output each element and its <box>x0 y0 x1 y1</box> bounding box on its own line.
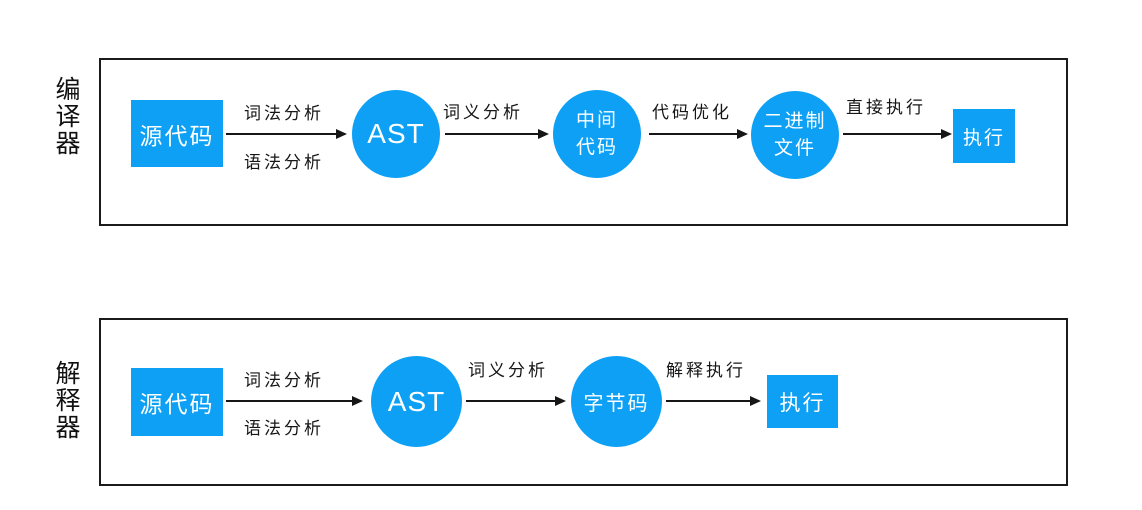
binary-file-line1: 二进制 <box>763 111 827 132</box>
interpreter-section-label: 解释器 <box>55 360 81 442</box>
interpreter-node-execute: 执行 <box>767 375 838 428</box>
compiler-node-intermediate-code: 中间 代码 <box>553 90 641 178</box>
intermediate-code-line1: 中间 <box>575 110 618 131</box>
interpreter-arrow-semantic <box>466 396 566 406</box>
compiler-section-label: 编译器 <box>55 76 81 158</box>
interpreter-arrow-interpret-exec <box>666 396 761 406</box>
compiler-arrow-semantic-label: 词义分析 <box>443 103 523 122</box>
interpreter-arrow-lexical <box>226 396 363 406</box>
compiler-node-execute: 执行 <box>953 109 1015 163</box>
interpreter-node-source-code: 源代码 <box>131 368 223 436</box>
compiler-node-binary-file: 二进制 文件 <box>751 91 839 179</box>
binary-file-line2: 文件 <box>773 138 816 159</box>
compiler-node-source-code: 源代码 <box>131 100 223 167</box>
compiler-arrow-lexical-label-top: 词法分析 <box>244 104 324 123</box>
compiler-arrow-lexical <box>226 129 347 139</box>
compiler-arrow-lexical-label-bottom: 语法分析 <box>244 153 324 172</box>
compiler-node-ast: AST <box>352 90 440 178</box>
interpreter-arrow-lexical-label-top: 词法分析 <box>244 371 324 390</box>
interpreter-node-ast: AST <box>371 356 462 447</box>
interpreter-arrow-interpret-exec-label: 解释执行 <box>666 361 746 380</box>
interpreter-arrow-lexical-label-bottom: 语法分析 <box>244 419 324 438</box>
compiler-arrow-semantic <box>445 129 549 139</box>
compiler-arrow-direct-exec-label: 直接执行 <box>846 98 926 117</box>
intermediate-code-line2: 代码 <box>575 137 618 158</box>
compiler-arrow-optimize <box>649 129 748 139</box>
interpreter-arrow-semantic-label: 词义分析 <box>468 361 548 380</box>
interpreter-node-bytecode: 字节码 <box>571 356 662 447</box>
compiler-arrow-direct-exec <box>843 129 952 139</box>
compiler-arrow-optimize-label: 代码优化 <box>652 103 732 122</box>
